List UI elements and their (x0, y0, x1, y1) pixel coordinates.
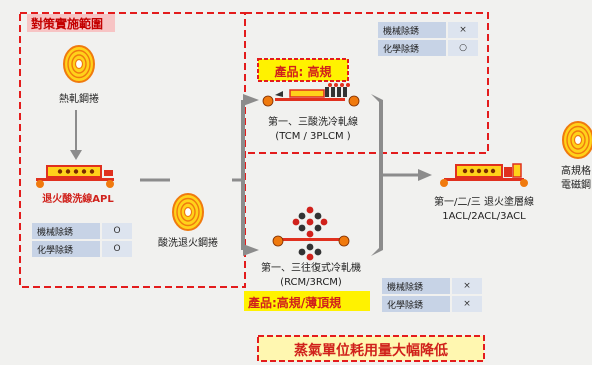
scope-title: 對策實施範圍 (31, 17, 104, 31)
method-cell: 化學除銹 (382, 296, 450, 312)
mark-cell: O (102, 223, 132, 239)
table-row: 機械除銹 O (32, 223, 132, 239)
highlight-box (257, 335, 485, 362)
mark-cell: ○ (448, 40, 478, 56)
hot-coil-icon (63, 45, 95, 83)
rcm-label-line2: (RCM/3RCM) (280, 277, 342, 288)
table-row: 機械除銹 × (378, 22, 478, 38)
pickled-coil-label: 酸洗退火鋼捲 (158, 238, 218, 249)
rust-table-apl: 機械除銹 O 化學除銹 O (30, 221, 134, 259)
table-row: 化學除銹 O (32, 241, 132, 257)
method-cell: 化學除銹 (32, 241, 100, 257)
apl-label: 退火酸洗線APL (42, 194, 114, 205)
table-row: 化學除銹 ○ (378, 40, 478, 56)
scope-title-bg (27, 14, 115, 32)
pickled-coil-icon (172, 193, 204, 231)
right-product-line1: 高規格 (561, 166, 591, 177)
method-cell: 機械除銹 (32, 223, 100, 239)
tcm-label-line1: 第一、三酸洗冷軋線 (268, 117, 358, 128)
mark-cell: × (448, 22, 478, 38)
table-row: 化學除銹 × (382, 296, 482, 312)
scope-box-main (19, 12, 246, 288)
tcm-line-icon (262, 83, 360, 107)
acl-label-line2: 1ACL/2ACL/3ACL (442, 211, 526, 222)
rcm-product-bg (244, 291, 370, 311)
mark-cell: × (452, 278, 482, 294)
flow-arrows (70, 94, 432, 256)
rcm-label-line1: 第一、三往復式冷軋機 (261, 263, 361, 274)
rcm-mill-icon (272, 206, 350, 261)
apl-line-icon (36, 165, 114, 188)
rust-table-rcm: 機械除銹 × 化學除銹 × (380, 276, 484, 314)
acl-line-icon (440, 163, 528, 187)
mark-cell: × (452, 296, 482, 312)
method-cell: 機械除銹 (378, 22, 446, 38)
table-row: 機械除銹 × (382, 278, 482, 294)
tcm-product-label: 產品: 高規 (274, 65, 332, 79)
tcm-label-line2: (TCM / 3PLCM ) (275, 131, 351, 142)
right-product-line2: 電磁鋼 (561, 180, 591, 191)
mark-cell: O (102, 241, 132, 257)
hot-coil-label: 熱軋鋼捲 (59, 94, 99, 105)
acl-label-line1: 第一/二/三 退火塗層線 (434, 197, 534, 208)
method-cell: 化學除銹 (378, 40, 446, 56)
scope-box-upper (245, 12, 489, 154)
rcm-product-label: 產品:高規/薄頂規 (248, 296, 342, 310)
highlight-text: 蒸氣單位耗用量大幅降低 (294, 343, 448, 359)
right-coil-icon (562, 121, 592, 159)
tcm-product-bg (257, 58, 349, 82)
method-cell: 機械除銹 (382, 278, 450, 294)
rust-table-top: 機械除銹 × 化學除銹 ○ (376, 20, 480, 58)
